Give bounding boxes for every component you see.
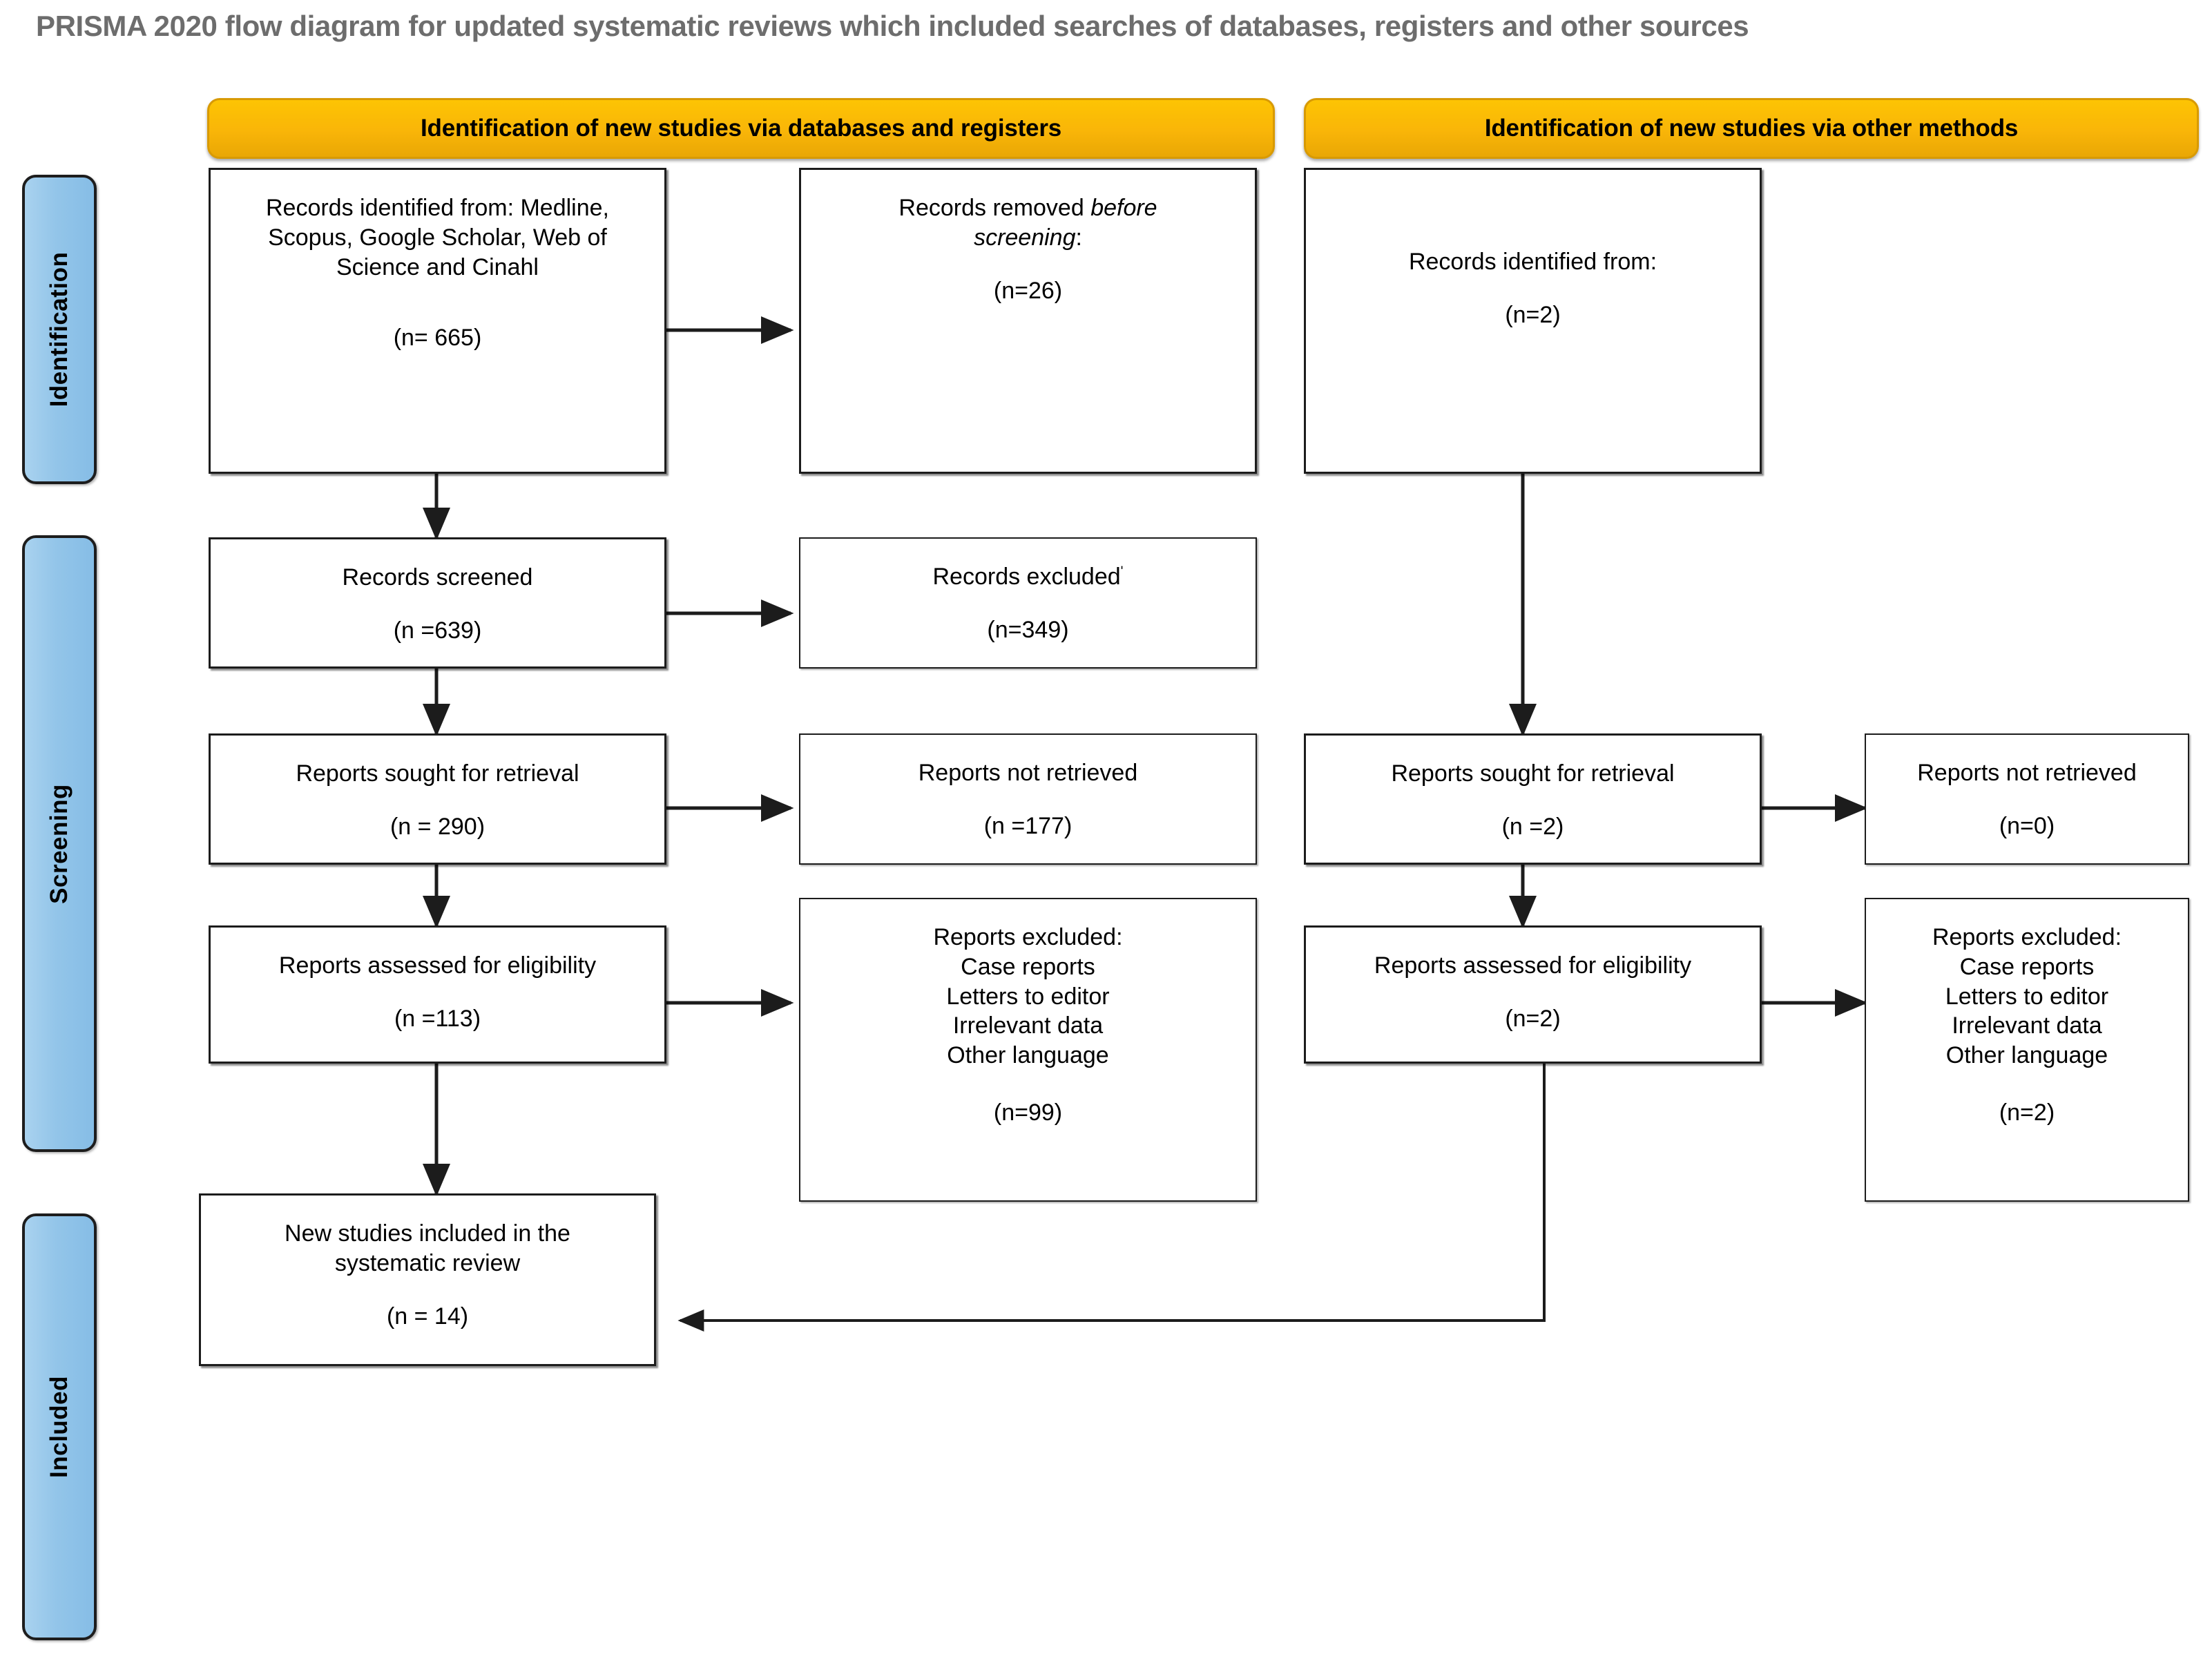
footnote-marker: ʹ bbox=[1120, 564, 1124, 579]
box-count: (n=2) bbox=[1505, 301, 1561, 328]
box-reports-not-retrieved-databases: Reports not retrieved (n =177) bbox=[799, 733, 1257, 865]
box-records-excluded: Records excludedʹ (n=349) bbox=[799, 537, 1257, 669]
box-label: Reports sought for retrieval bbox=[296, 760, 579, 787]
box-count: (n =2) bbox=[1501, 813, 1564, 840]
box-count: (n =113) bbox=[394, 1005, 481, 1032]
box-records-identified-databases: Records identified from: Medline, Scopus… bbox=[209, 168, 666, 474]
box-label: Records excludedʹ bbox=[933, 562, 1124, 592]
box-label: Reports assessed for eligibility bbox=[1374, 952, 1692, 979]
box-label: Reports sought for retrieval bbox=[1391, 760, 1675, 787]
box-count: (n=99) bbox=[993, 1100, 1063, 1126]
box-count: (n=349) bbox=[987, 616, 1069, 643]
box-count: (n =177) bbox=[983, 812, 1073, 839]
box-count: (n =639) bbox=[393, 617, 482, 644]
box-label: Reports assessed for eligibility bbox=[278, 952, 597, 979]
box-reports-sought-databases: Reports sought for retrieval (n = 290) bbox=[209, 733, 666, 865]
box-label: Records removed before screening: bbox=[898, 193, 1157, 253]
header-other-methods: Identification of new studies via other … bbox=[1304, 98, 2199, 159]
box-label: New studies included in the systematic r… bbox=[285, 1220, 570, 1276]
box-count: (n = 14) bbox=[386, 1303, 469, 1329]
stage-bar-identification: Identification bbox=[22, 175, 97, 484]
header-databases-label: Identification of new studies via databa… bbox=[420, 115, 1062, 142]
box-label: Records identified from: Medline, Scopus… bbox=[265, 195, 609, 280]
box-count: (n=2) bbox=[1999, 1100, 2055, 1126]
box-records-removed-before-screening: Records removed before screening: (n=26) bbox=[799, 168, 1257, 474]
box-records-identified-other: Records identified from: (n=2) bbox=[1304, 168, 1762, 474]
box-label: Records identified from: bbox=[1408, 249, 1657, 275]
box-reports-assessed-databases: Reports assessed for eligibility (n =113… bbox=[209, 925, 666, 1064]
box-label: Reports excluded: Case reports Letters t… bbox=[1932, 924, 2122, 1069]
header-other-label: Identification of new studies via other … bbox=[1484, 115, 2019, 142]
box-label: Reports excluded: Case reports Letters t… bbox=[933, 924, 1123, 1069]
box-count: (n=2) bbox=[1505, 1005, 1561, 1032]
header-databases-registers: Identification of new studies via databa… bbox=[207, 98, 1275, 159]
box-reports-excluded-databases: Reports excluded: Case reports Letters t… bbox=[799, 898, 1257, 1202]
box-new-studies-included: New studies included in the systematic r… bbox=[199, 1193, 656, 1366]
box-count: (n=0) bbox=[1999, 812, 2055, 839]
stage-bar-included: Included bbox=[22, 1213, 97, 1640]
box-label: Reports not retrieved bbox=[918, 760, 1138, 786]
box-label-colon: : bbox=[1075, 224, 1082, 251]
stage-bar-screening: Screening bbox=[22, 535, 97, 1152]
page-title: PRISMA 2020 flow diagram for updated sys… bbox=[36, 10, 1749, 42]
box-count: (n=26) bbox=[993, 277, 1063, 304]
box-records-screened: Records screened (n =639) bbox=[209, 537, 666, 669]
box-label-pre: Records removed bbox=[898, 195, 1091, 221]
box-label-emphasis-2: screening bbox=[974, 224, 1076, 251]
box-reports-not-retrieved-other: Reports not retrieved (n=0) bbox=[1865, 733, 2189, 865]
box-reports-assessed-other: Reports assessed for eligibility (n=2) bbox=[1304, 925, 1762, 1064]
box-label-emphasis: before bbox=[1090, 195, 1157, 221]
stage-label-screening: Screening bbox=[46, 783, 73, 904]
box-reports-excluded-other: Reports excluded: Case reports Letters t… bbox=[1865, 898, 2189, 1202]
box-label: Reports not retrieved bbox=[1917, 760, 2137, 786]
stage-label-included: Included bbox=[46, 1376, 73, 1478]
box-count: (n = 290) bbox=[389, 813, 485, 840]
box-label-text: Records excluded bbox=[932, 564, 1121, 590]
stage-label-identification: Identification bbox=[46, 251, 73, 407]
box-label: Records screened bbox=[342, 564, 533, 591]
box-reports-sought-other: Reports sought for retrieval (n =2) bbox=[1304, 733, 1762, 865]
box-count: (n= 665) bbox=[393, 325, 482, 352]
